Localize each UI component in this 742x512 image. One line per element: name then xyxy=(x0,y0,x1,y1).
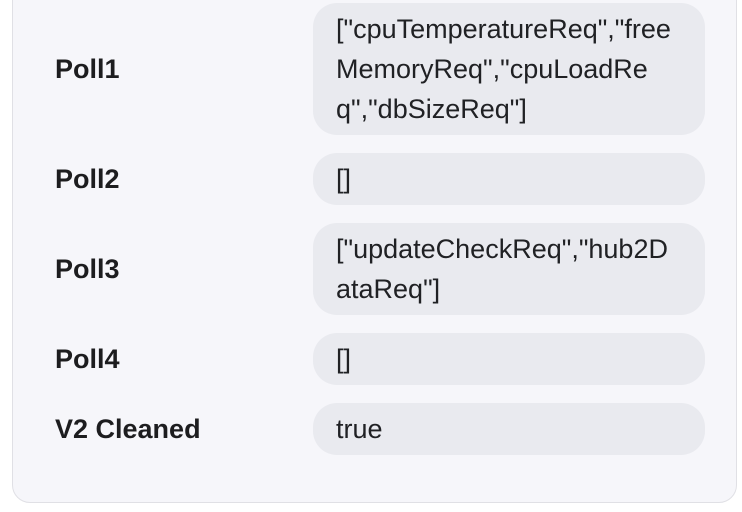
field-value-poll1: ["cpuTemperatureReq","freeMemoryReq","cp… xyxy=(313,3,705,135)
table-row-poll2: Poll2 [] xyxy=(55,153,705,205)
field-label-poll2: Poll2 xyxy=(55,163,120,194)
field-label-poll3: Poll3 xyxy=(55,253,120,284)
field-value-poll2: [] xyxy=(313,153,705,205)
device-status-card: Poll1 ["cpuTemperatureReq","freeMemoryRe… xyxy=(12,0,737,503)
field-label-v2-cleaned: V2 Cleaned xyxy=(55,413,201,444)
table-row-v2-cleaned: V2 Cleaned true xyxy=(55,403,705,455)
field-value-v2-cleaned: true xyxy=(313,403,705,455)
field-label-poll4: Poll4 xyxy=(55,343,120,374)
field-value-poll3: ["updateCheckReq","hub2DataReq"] xyxy=(313,223,705,315)
table-row-poll3: Poll3 ["updateCheckReq","hub2DataReq"] xyxy=(55,223,705,315)
table-row-poll1: Poll1 ["cpuTemperatureReq","freeMemoryRe… xyxy=(55,3,705,135)
field-label-poll1: Poll1 xyxy=(55,53,120,84)
field-value-poll4: [] xyxy=(313,333,705,385)
table-row-poll4: Poll4 [] xyxy=(55,333,705,385)
